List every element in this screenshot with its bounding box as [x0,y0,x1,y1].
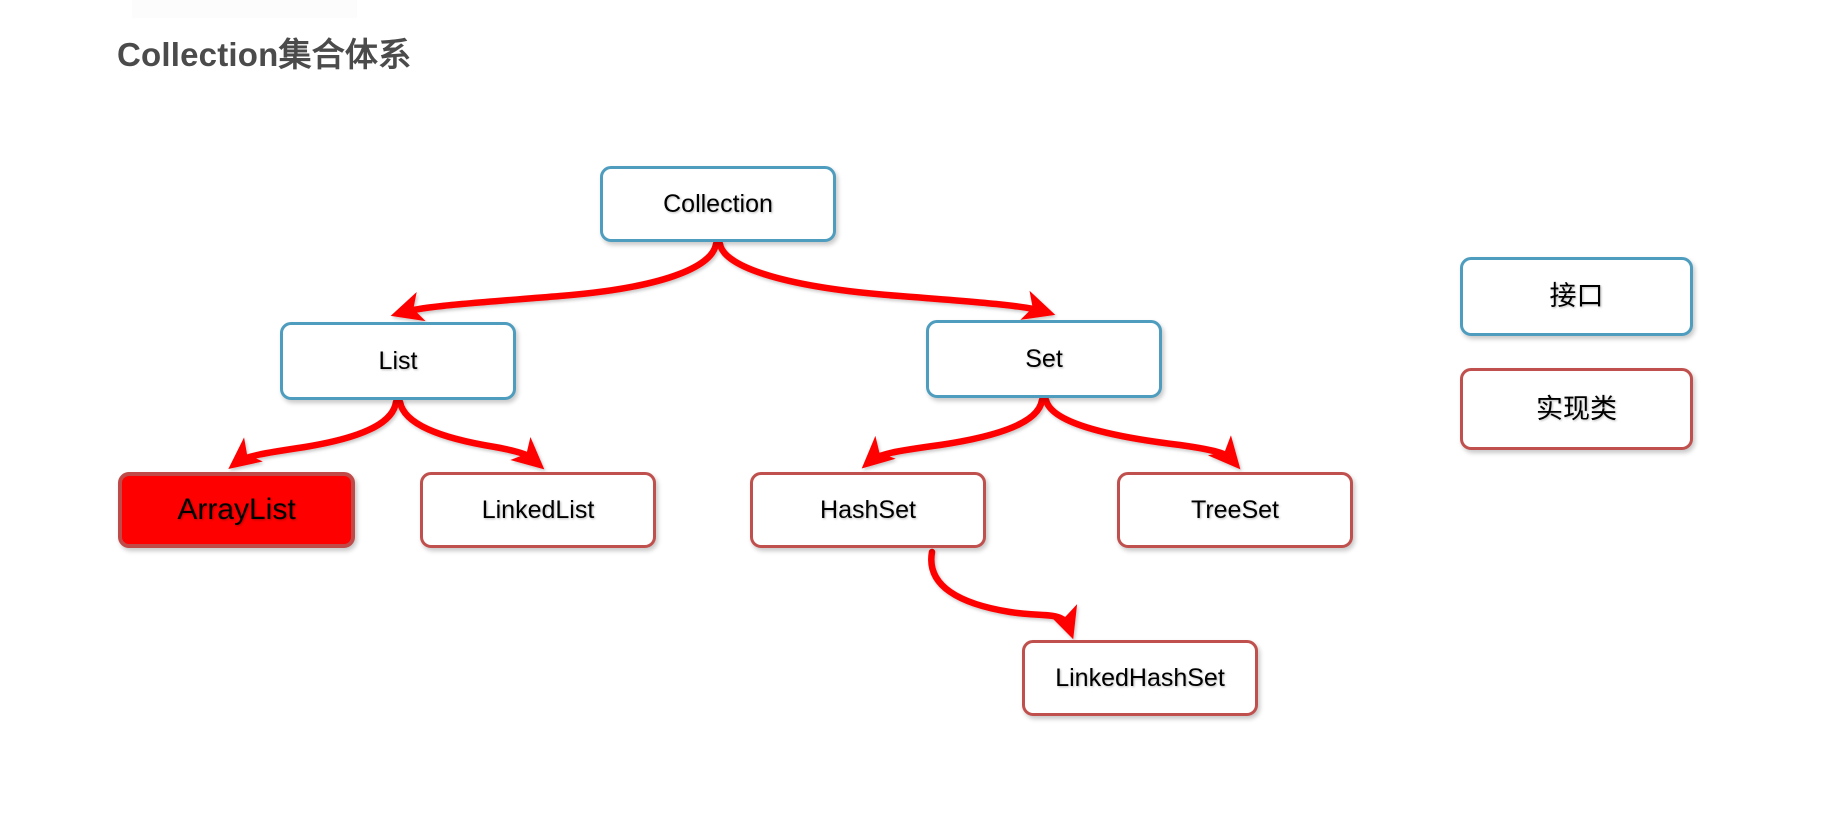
node-arraylist[interactable]: ArrayList [118,472,355,548]
legend-interface[interactable]: 接口 [1460,257,1693,336]
node-hashset[interactable]: HashSet [750,472,986,548]
node-hashset-label: HashSet [820,495,916,524]
node-list[interactable]: List [280,322,516,400]
edge-hashset-to-linkedhashset [928,548,1078,640]
edge-list-to-linkedlist [396,398,545,470]
node-treeset[interactable]: TreeSet [1117,472,1353,548]
edge-set-to-treeset [1042,396,1241,470]
node-collection-label: Collection [663,189,773,218]
legend-implementation[interactable]: 实现类 [1460,368,1693,450]
node-set-label: Set [1025,344,1063,373]
node-treeset-label: TreeSet [1190,495,1279,524]
node-linkedhashset-label: LinkedHashSet [1055,663,1225,692]
top-left-artifact [132,0,357,18]
node-list-label: List [378,346,418,375]
node-linkedlist[interactable]: LinkedList [420,472,656,548]
edge-list-to-arraylist [228,398,400,469]
legend-interface-label: 接口 [1549,281,1604,311]
node-linkedlist-label: LinkedList [481,495,595,524]
node-set[interactable]: Set [926,320,1162,398]
edge-collection-to-set [716,240,1056,320]
node-arraylist-label: ArrayList [177,493,296,526]
legend-implementation-label: 实现类 [1536,393,1617,424]
page-title: Collection集合体系 [117,36,412,73]
edge-collection-to-list [390,240,720,322]
node-linkedhashset[interactable]: LinkedHashSet [1022,640,1258,716]
edge-set-to-hashset [861,396,1046,469]
node-collection[interactable]: Collection [600,166,836,242]
